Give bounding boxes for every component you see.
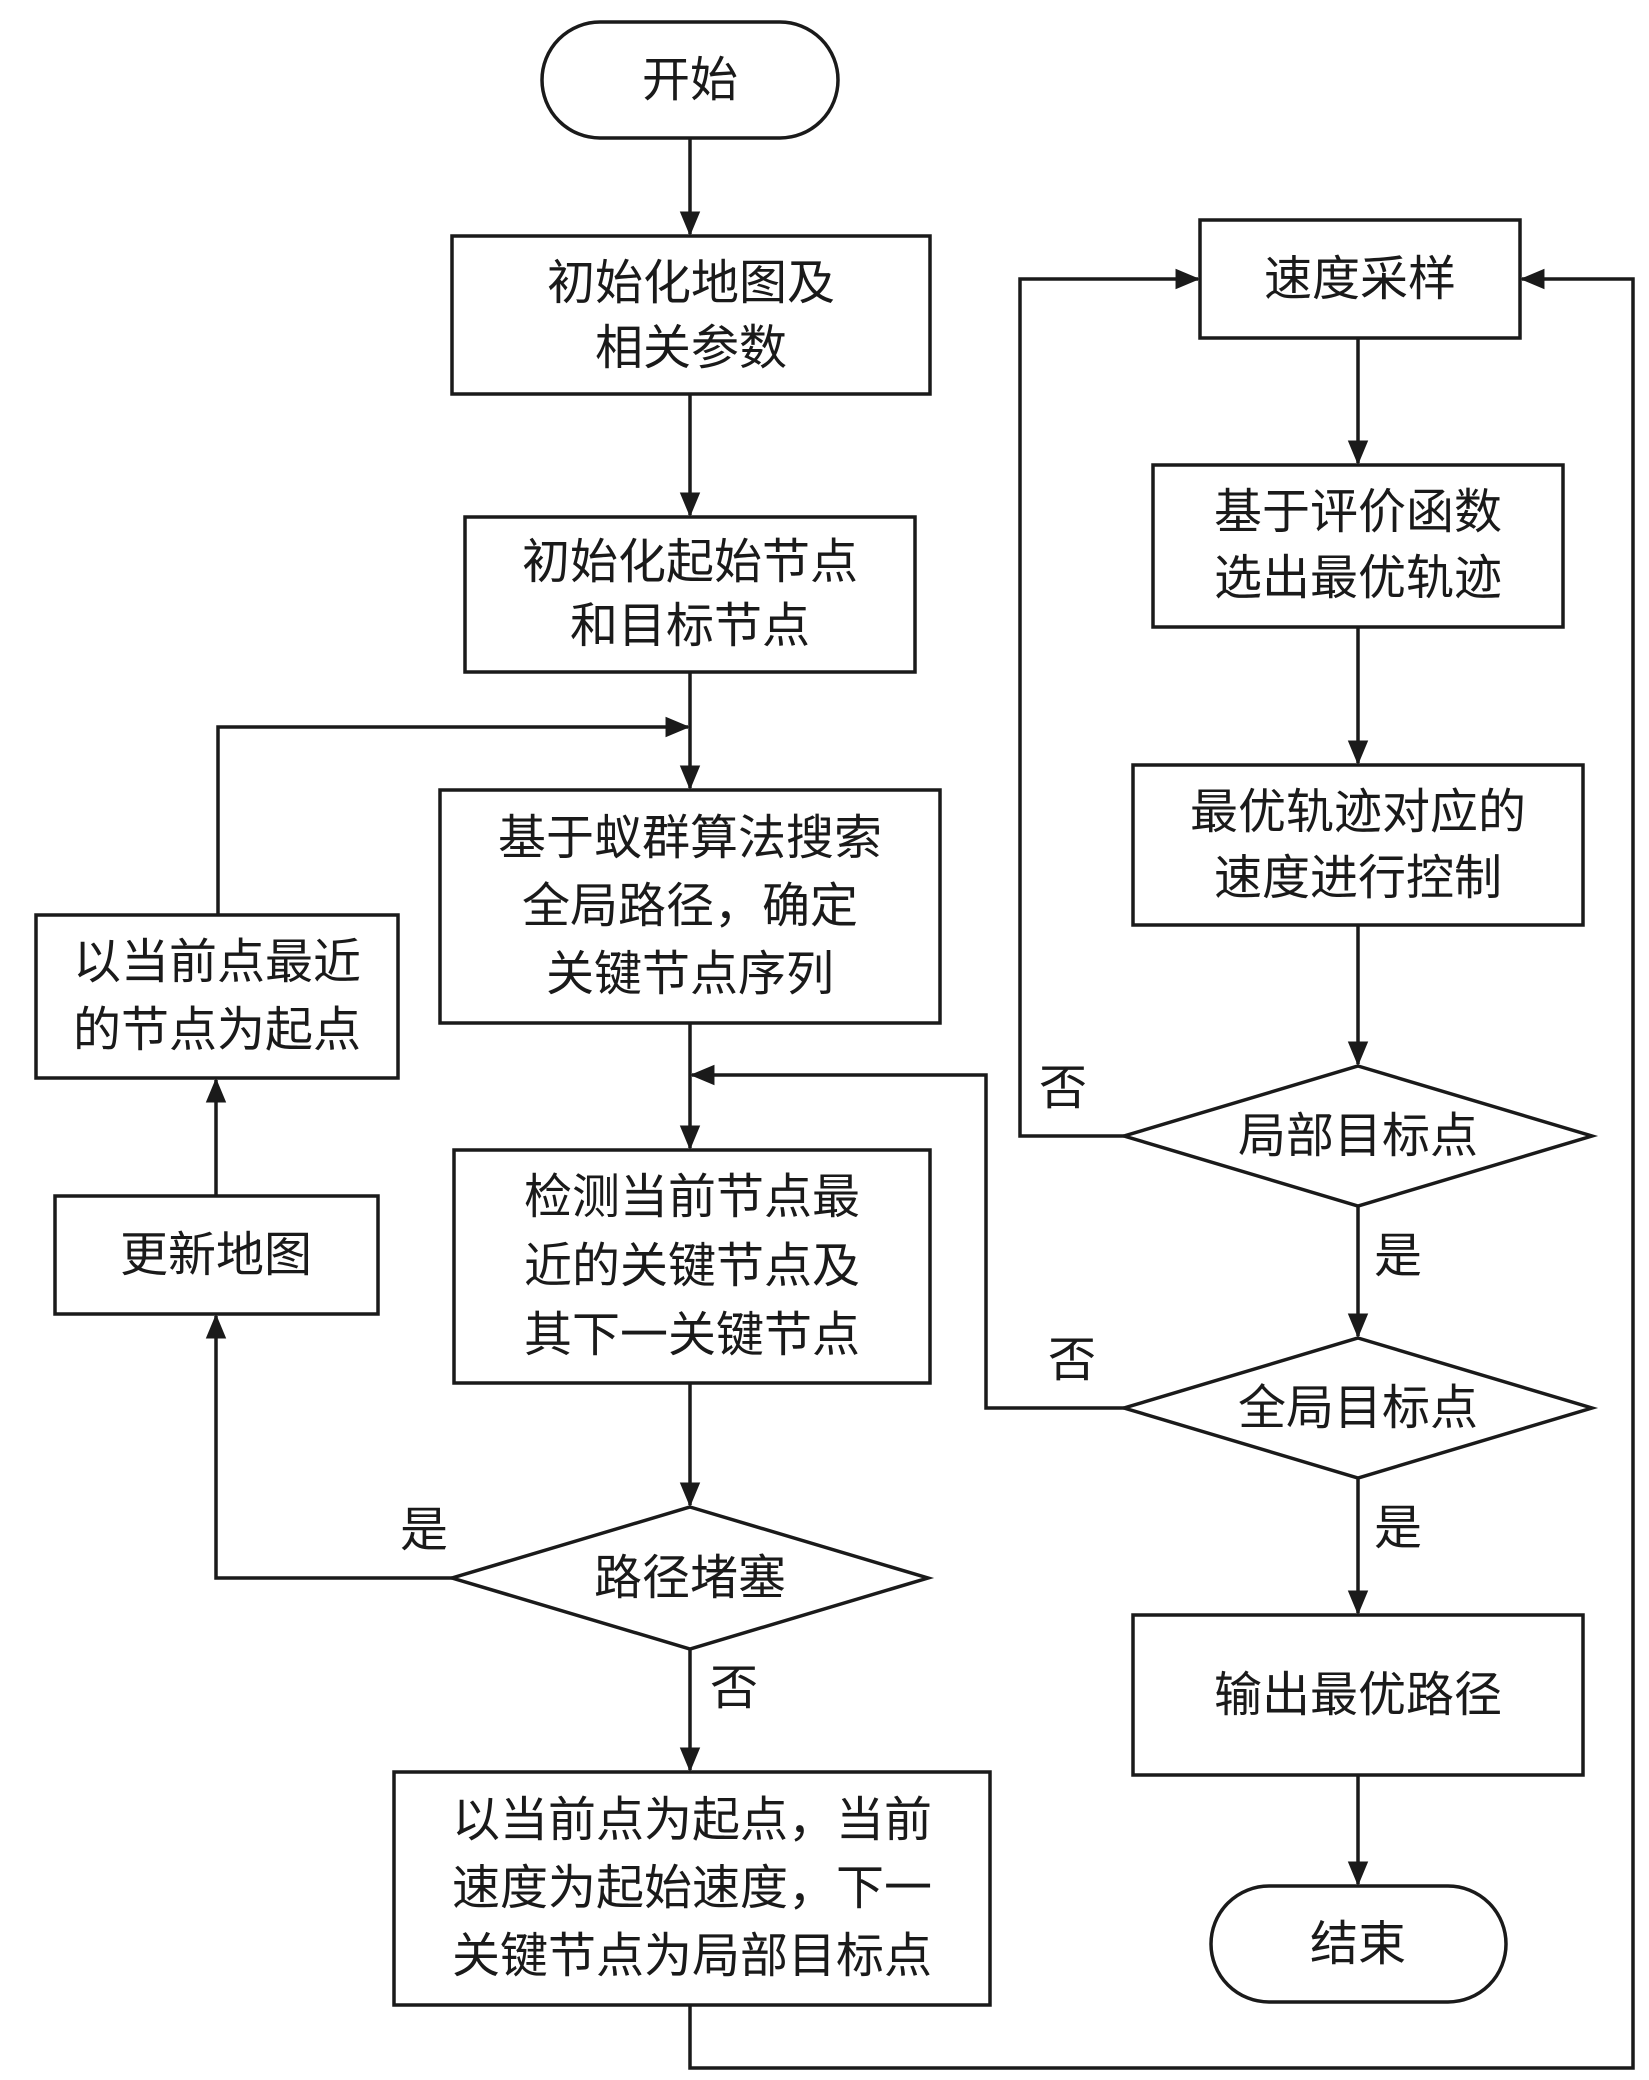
- output-path-box: [1131, 1613, 1585, 1777]
- eval-label-line1: 基于评价函数: [1214, 484, 1502, 540]
- edge-localgoal-no-to-speedsample: [1018, 268, 1201, 1138]
- set-local-label-line3: 关键节点为局部目标点: [452, 1928, 932, 1984]
- local-goal-label: 局部目标点: [1238, 1108, 1478, 1164]
- speed-sample-box: [1198, 218, 1522, 340]
- aco-label-line3: 关键节点序列: [546, 946, 834, 1002]
- set-local-label-line2: 速度为起始速度，下一: [452, 1860, 932, 1916]
- aco-label-line1: 基于蚁群算法搜索: [498, 810, 882, 866]
- blocked-no-label: 否: [710, 1660, 758, 1716]
- local-goal-no-label: 否: [1039, 1060, 1087, 1116]
- init-nodes-label-line2: 和目标节点: [570, 598, 810, 654]
- detect-label-line2: 近的关键节点及: [524, 1238, 860, 1294]
- set-local-label-line1: 以当前点为起点，当前: [452, 1792, 932, 1848]
- control-label-line1: 最优轨迹对应的: [1190, 784, 1526, 840]
- eval-label-line2: 选出最优轨迹: [1214, 550, 1502, 606]
- set-local-goal-box: [392, 1770, 992, 2007]
- output-label: 输出最优路径: [1214, 1667, 1502, 1723]
- init-nodes-label-line1: 初始化起始节点: [522, 534, 858, 590]
- control-label-line2: 速度进行控制: [1214, 850, 1502, 906]
- edge-globalgoal-no-to-detect: [689, 1064, 1124, 1410]
- start-label: 开始: [642, 52, 738, 108]
- speed-sample-label: 速度采样: [1264, 251, 1456, 307]
- detect-label-line3: 其下一关键节点: [524, 1307, 860, 1363]
- edge-reset-to-aco: [216, 716, 691, 915]
- detect-node-box: [452, 1148, 932, 1385]
- global-goal-no-label: 否: [1048, 1332, 1096, 1388]
- blocked-yes-label: 是: [400, 1502, 448, 1558]
- init-map-label-line1: 初始化地图及: [547, 255, 835, 311]
- reset-start-label-line1: 以当前点最近: [73, 934, 361, 990]
- aco-search-box: [438, 788, 942, 1025]
- end-label: 结束: [1310, 1916, 1406, 1972]
- global-goal-label: 全局目标点: [1238, 1380, 1478, 1436]
- init-map-label-line2: 相关参数: [595, 320, 787, 376]
- edge-setlocal-to-speedsample: [688, 268, 1635, 2070]
- local-goal-yes-label: 是: [1374, 1228, 1422, 1284]
- detect-label-line1: 检测当前节点最: [524, 1169, 860, 1225]
- edge-blocked-yes-to-update: [205, 1313, 452, 1580]
- global-goal-yes-label: 是: [1374, 1500, 1422, 1556]
- evaluate-trajectory-box: [1151, 463, 1565, 629]
- blocked-label: 路径堵塞: [594, 1550, 786, 1606]
- reset-start-label-line2: 的节点为起点: [73, 1002, 361, 1058]
- update-map-label: 更新地图: [120, 1227, 312, 1283]
- init-map-box: [450, 234, 932, 396]
- speed-control-box: [1131, 763, 1585, 927]
- aco-label-line2: 全局路径，确定: [522, 878, 858, 934]
